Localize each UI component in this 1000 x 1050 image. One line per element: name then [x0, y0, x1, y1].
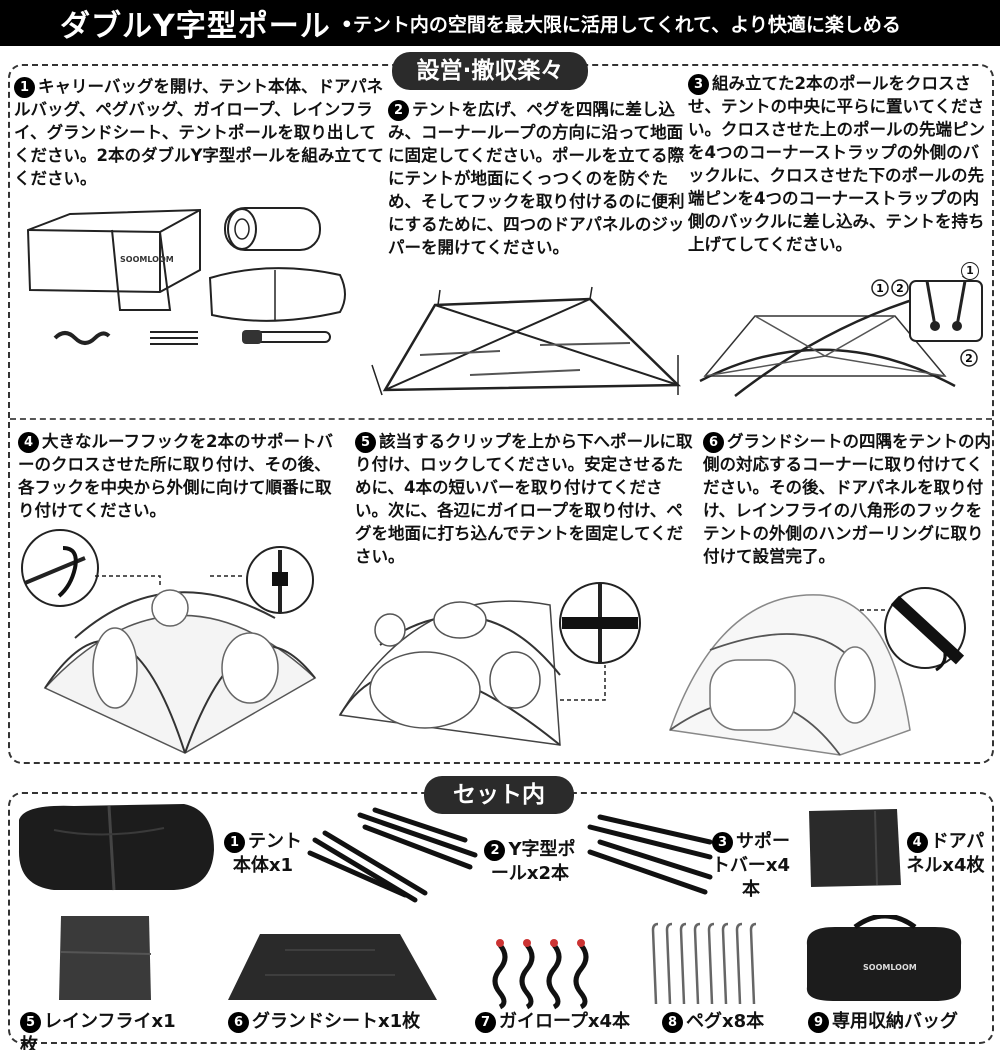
buckle-label-1a: 1: [876, 282, 884, 295]
step-number-2: 2: [388, 100, 409, 121]
item-number-1: 1: [224, 832, 245, 853]
step2-flat-tent-illustration: [371, 286, 682, 396]
step-text-3: 組み立てた2本のポールをクロスさせ、テントの中央に平らに置いてください。クロスさ…: [688, 74, 985, 254]
item-y-poles-image: [307, 807, 478, 903]
item-storage-bag-image: SOOMLOOM: [806, 915, 962, 1001]
setup-row-divider: [10, 418, 992, 420]
item-rain-fly-image: [59, 916, 152, 1000]
item-number-4: 4: [906, 832, 928, 853]
header-subtitle: •テント内の空間を最大限に活用してくれて、より快適に楽しめる: [340, 13, 901, 36]
item-guy-ropes-image: [492, 939, 589, 1010]
step5-tent-clips-illustration: [338, 582, 641, 746]
item-tent-body-image: [18, 804, 214, 891]
step-number-5: 5: [355, 432, 376, 453]
step-number-3: 3: [688, 74, 709, 95]
step-text-2: テントを広げ、ペグを四隅に差し込み、コーナーループの方向に沿って地面に固定してく…: [388, 100, 685, 257]
buckle-label-1b: 1: [961, 262, 979, 280]
buckle-label-2a: 2: [896, 282, 904, 295]
item-ground-sheet-image: [228, 934, 437, 1000]
setup-section-title: 設営·撤収楽々: [392, 52, 588, 90]
step-text-5: 該当するクリップを上から下へポールに取り付け、ロックしてください。安定させるため…: [355, 432, 693, 566]
item-pegs-image: [651, 922, 757, 1005]
contents-section-title: セット内容: [424, 776, 574, 842]
step4-dome-tent-illustration: [21, 529, 317, 754]
step-number-6: 6: [703, 432, 724, 453]
storage-bag-brand-logo: SOOMLOOM: [863, 963, 917, 972]
item-number-3: 3: [712, 832, 733, 853]
step-number-1: 1: [14, 77, 35, 98]
step-text-1: キャリーバッグを開け、テント本体、ドアパネルバッグ、ペグバッグ、ガイロープ、レイ…: [14, 77, 384, 188]
item-number-5: 5: [20, 1012, 41, 1033]
item-door-panels-image: [809, 809, 901, 887]
bag-brand-logo: SOOMLOOM: [120, 255, 174, 264]
step-number-4: 4: [18, 432, 39, 453]
item-number-8: 8: [662, 1012, 683, 1033]
step3-poles-illustration: 1 2 2: [699, 276, 983, 397]
step-text-6: グランドシートの四隅をテントの内側の対応するコーナーに取り付けてください。その後…: [703, 432, 991, 566]
item-number-9: 9: [808, 1012, 829, 1033]
step6-finished-tent-illustration: [668, 587, 966, 756]
step-text-4: 大きなルーフフックを2本のサポートバーのクロスさせた所に取り付け、その後、各フッ…: [18, 432, 333, 520]
item-number-2: 2: [484, 840, 506, 861]
item-support-bars-image: [587, 814, 713, 895]
header-title: ダブルY字型ポール: [60, 9, 331, 44]
step1-contents-illustration: SOOMLOOM: [26, 207, 346, 345]
buckle-label-2b: 2: [965, 352, 973, 365]
item-number-6: 6: [228, 1012, 249, 1033]
page-header: ダブルY字型ポール •テント内の空間を最大限に活用してくれて、より快適に楽しめる: [0, 0, 1000, 46]
item-number-7: 7: [475, 1012, 496, 1033]
